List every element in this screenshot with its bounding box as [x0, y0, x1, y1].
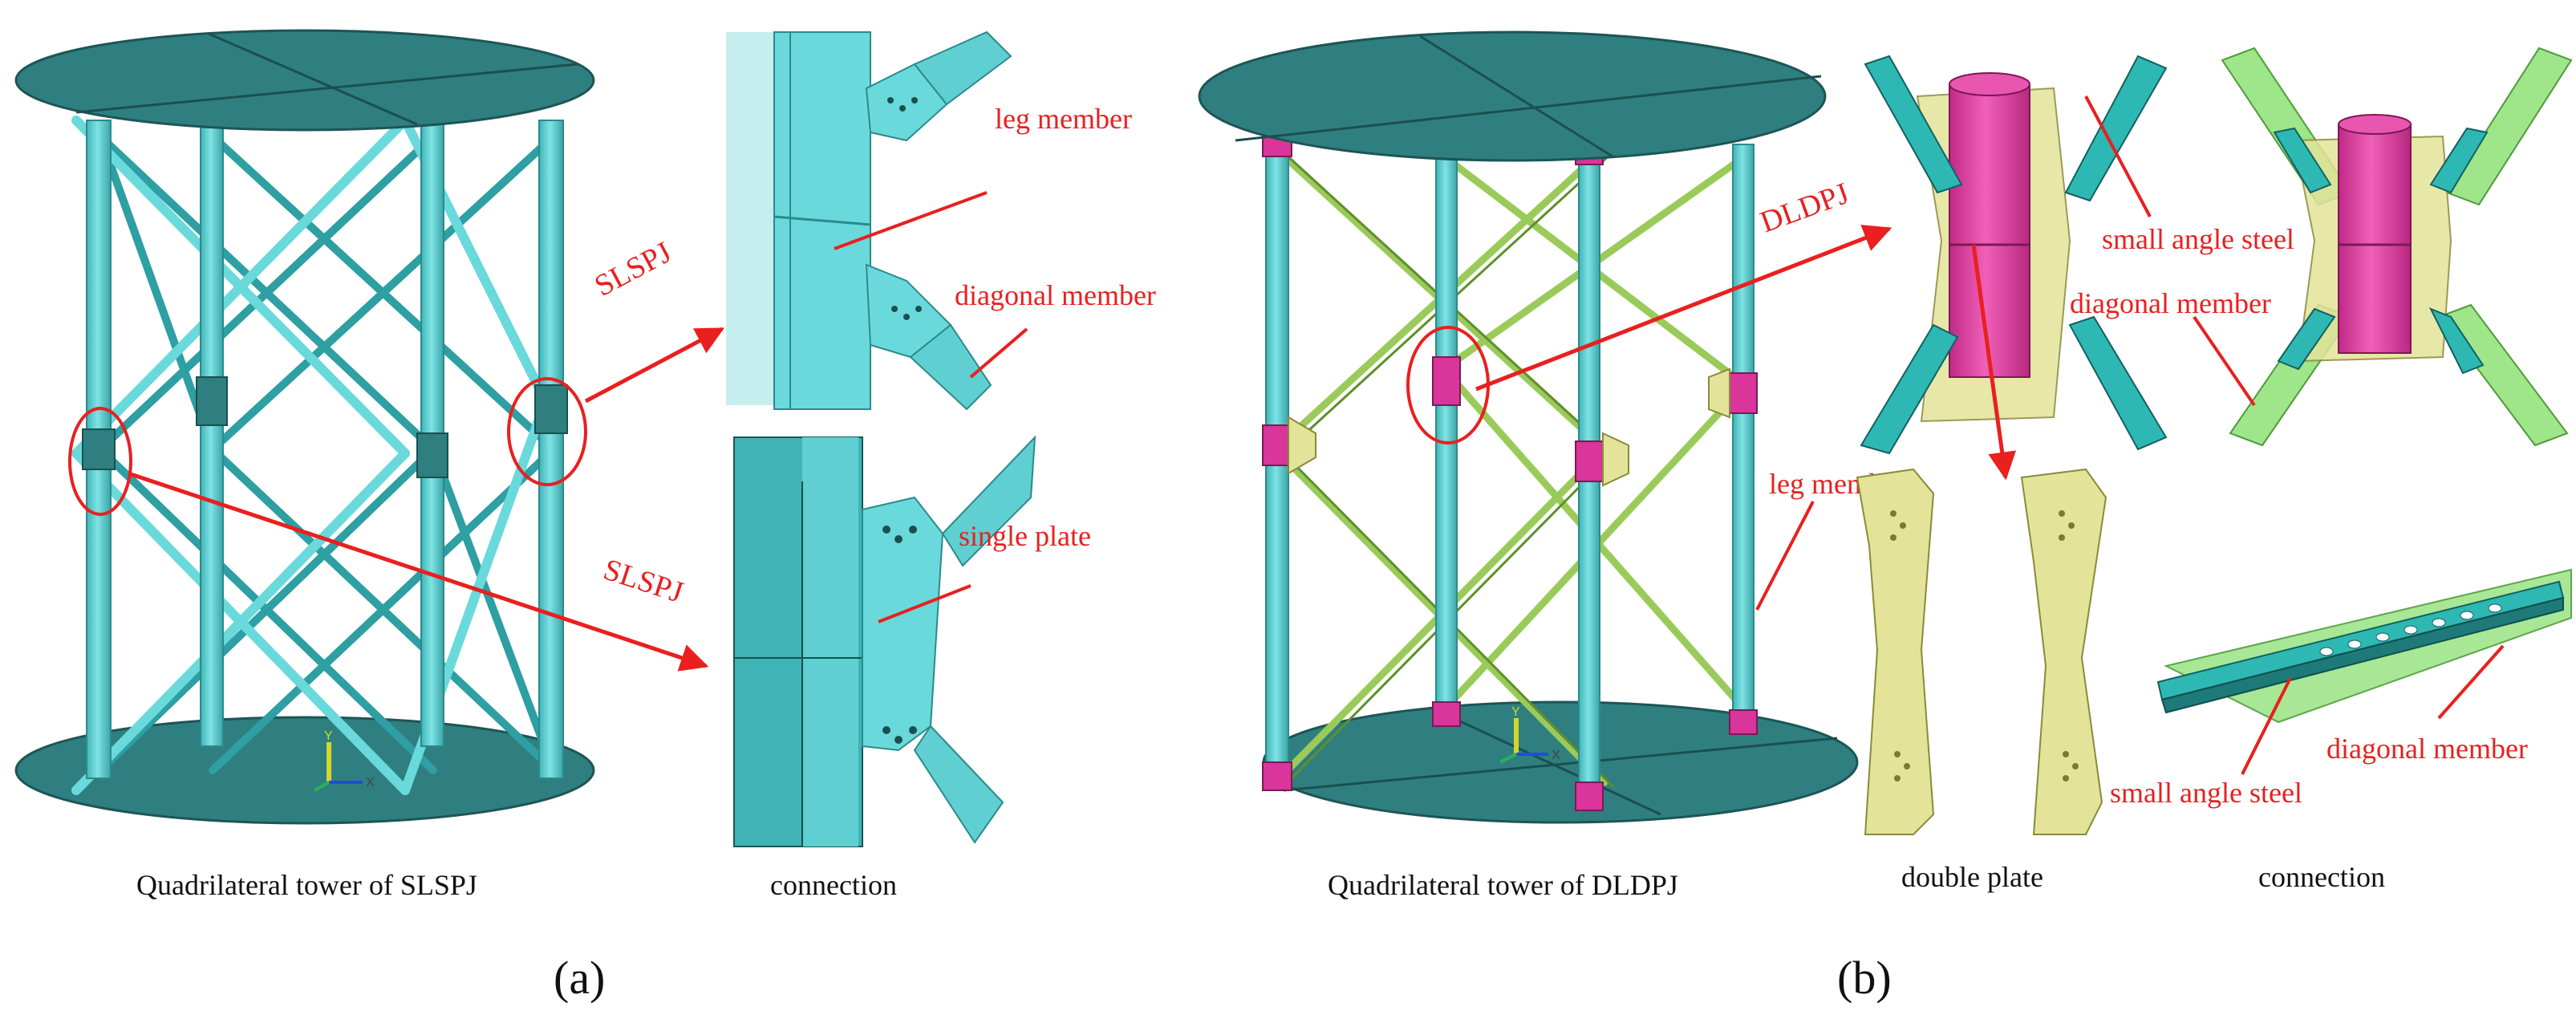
leader-b-leg [1755, 501, 1815, 611]
tower-b: Y X [1198, 30, 1859, 824]
leader-b-small-angle-2 [2241, 677, 2292, 775]
caption-b-double-plate: double plate [1901, 861, 2043, 893]
connection-a-top [726, 30, 1012, 411]
double-plate-pieces [1856, 468, 2107, 835]
joint-b-green [2221, 47, 2573, 447]
panel-b-letter: (b) [1837, 952, 1892, 1004]
tower-a-bottom-plate [14, 716, 595, 825]
label-b-diagonal-2: diagonal member [2327, 733, 2528, 765]
leader-a-diagonal [969, 327, 1028, 379]
tower-a-circle-left [68, 407, 132, 516]
joint-b-detail [1860, 55, 2168, 455]
arrow-a-bottom-label: SLSPJ [599, 553, 687, 610]
leader-b-diagonal-2 [2437, 644, 2505, 720]
caption-a-tower: Quadrilateral tower of SLSPJ [136, 869, 477, 901]
leader-b-small-angle-1 [2084, 95, 2152, 217]
tower-b-axis-y-label: Y [1511, 705, 1520, 719]
tower-a-joints [82, 376, 568, 478]
leader-a-single-plate [878, 584, 972, 623]
label-a-leg-member: leg member [995, 103, 1132, 135]
tower-b-top-plate [1198, 30, 1827, 162]
angle-steel-connection [2156, 568, 2572, 724]
arrow-a-bottom [128, 471, 709, 672]
tower-a-top-plate [14, 29, 595, 132]
tower-a-diagonals-front [71, 116, 550, 795]
label-b-small-angle-2: small angle steel [2110, 777, 2302, 809]
arrow-a-top [584, 327, 725, 404]
arrow-a-top-label: SLSPJ [590, 235, 677, 303]
caption-b-tower: Quadrilateral tower of DLDPJ [1328, 869, 1678, 901]
tower-b-axis-triad: Y X [1499, 705, 1560, 764]
tower-a-diagonals [96, 132, 558, 774]
label-b-small-angle-1: small angle steel [2102, 223, 2294, 255]
connection-a-bottom [733, 435, 1036, 847]
label-b-diagonal-1: diagonal member [2070, 287, 2271, 319]
caption-a-connection: connection [770, 869, 897, 901]
label-a-diagonal-member: diagonal member [955, 279, 1156, 311]
arrow-b-label: DLDPJ [1756, 177, 1854, 239]
leader-a-leg [834, 191, 988, 250]
arrow-b-double-plate [1971, 244, 2017, 481]
arrow-b-main [1475, 225, 1892, 392]
panel-a-letter: (a) [554, 952, 605, 1004]
label-a-single-plate: single plate [959, 520, 1091, 552]
tower-b-diagonals [1272, 144, 1749, 786]
tower-b-bottom-plate [1262, 700, 1859, 824]
tower-a-legs [86, 112, 564, 779]
tower-a-axis-x-label: X [366, 776, 375, 790]
tower-a-circle-right [507, 377, 587, 486]
tower-a-axis-triad: Y X [314, 729, 375, 792]
tower-b-axis-x-label: X [1552, 749, 1560, 762]
tower-a-axis-y-label: Y [324, 729, 333, 743]
caption-b-connection: connection [2258, 861, 2385, 893]
tower-a: Y X [14, 29, 595, 825]
leader-b-diagonal-1 [2193, 315, 2256, 407]
